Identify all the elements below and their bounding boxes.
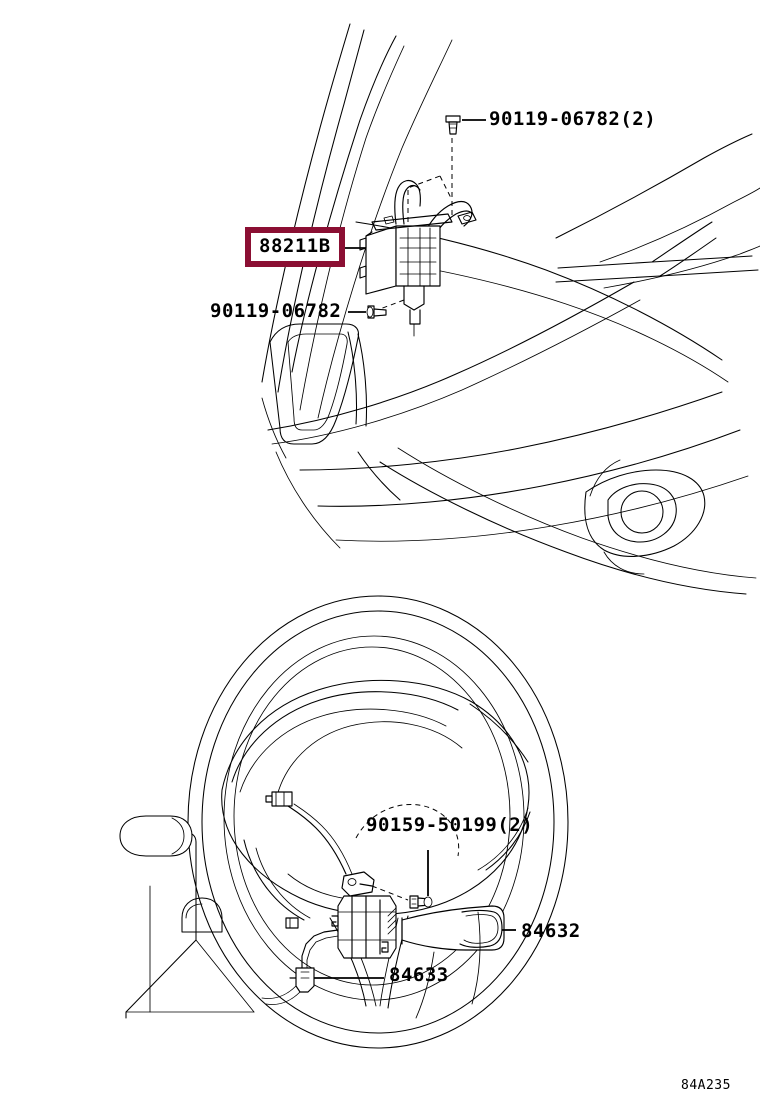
bolt-steering [409,895,433,909]
callout-88211b-label: 88211B [245,227,345,267]
callout-90159-50199-2-label: 90159-50199(2) [366,814,534,836]
callout-90119-06782-2-label: 90119-06782(2) [489,108,657,130]
bolt-upper [445,115,461,135]
bolt-lower [366,305,387,319]
callout-84632-label: 84632 [521,920,581,942]
callout-90119-06782-label: 90119-06782 [210,300,342,322]
sheet-code: 84A235 [681,1078,731,1093]
callout-84633-label: 84633 [389,964,449,986]
